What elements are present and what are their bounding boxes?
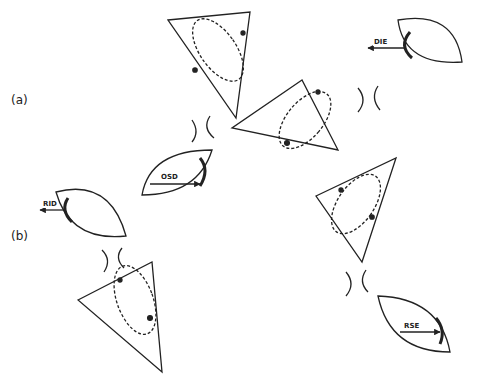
eye-label: DIE <box>373 39 388 46</box>
eye-label: OSD <box>160 174 179 181</box>
lens-symbol <box>192 116 214 142</box>
triangle-object <box>316 158 396 262</box>
eye-label: RID <box>42 201 58 208</box>
eye-symbol <box>142 150 212 195</box>
triangle-object <box>168 10 253 118</box>
triangle-object <box>78 260 164 372</box>
lens-symbol <box>358 86 380 112</box>
lens-symbol <box>346 270 368 296</box>
lens-symbol <box>102 248 124 272</box>
eye-symbol <box>40 189 126 236</box>
triangle-object <box>232 80 341 158</box>
part-label: (b) <box>10 230 29 242</box>
eye-symbol <box>368 18 462 62</box>
part-label: (a) <box>10 94 29 106</box>
eye-label: RSE <box>403 323 420 330</box>
eye-symbol <box>378 296 450 352</box>
